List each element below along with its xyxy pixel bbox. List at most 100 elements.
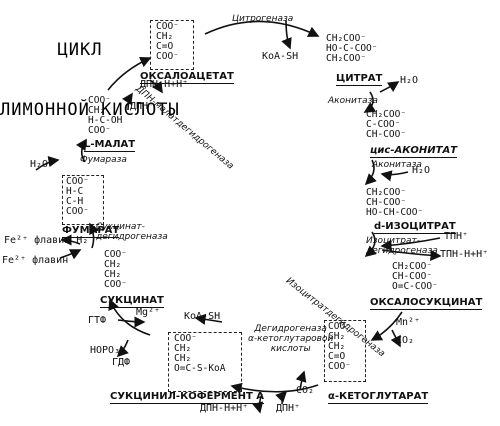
malate-formula: COO⁻ CH₂ H-C-OH COO⁻ [88,96,122,136]
arrow-gdf [116,339,129,358]
oxaloacetate-name: ОКСАЛОАЦЕТАТ [140,71,234,84]
enzyme-aconitase-2: Аконитаза [372,160,422,170]
formula-line: CH₂COO⁻ [326,53,367,64]
oxalosuccinate-formula: CH₂COO⁻ CH-COO⁻ O=C-COO⁻ [392,262,438,292]
flavin: Fe²⁺ флавин [2,255,69,266]
hpo3: НОРО₃ [90,345,121,356]
fumarate-name: ФУМАРАТ [62,225,120,238]
formula-line: HO-CH-COO⁻ [366,207,424,218]
formula-line: CH₂COO⁻ [366,109,407,120]
arrow-koa-release [281,19,292,50]
formula-line: H-C [66,186,84,197]
formula-line: C-H [66,196,84,207]
succinylcoa-formula: COO⁻ CH₂ CH₂ O=C-S-KoA [174,334,225,374]
arrow-aconitate-isocitrate [364,159,377,186]
co2-bottom: CO₂ [296,385,315,396]
formula-line: H-C-OH [88,115,123,126]
formula-line: COO⁻ [328,321,351,332]
mg-ion: Mg²⁺ [136,307,161,318]
arrow-tpn [380,237,441,251]
dpn-top: ДПН⁺ [130,101,155,112]
formula-line: CH₂ [328,331,346,342]
formula-line: COO⁻ [88,125,111,136]
formula-line: CH₂COO⁻ [326,33,367,44]
formula-line: COO⁻ [66,176,89,187]
tpn-plus: ТПН⁺ [444,231,469,242]
formula-line: HO-C-COO⁻ [326,43,378,54]
formula-line: COO⁻ [174,333,197,344]
formula-line: CH₂ [104,269,122,280]
isocitrate-name: d-ИЗОЦИТРАТ [374,221,456,234]
formula-line: CH₂ [104,259,122,270]
ketoglutarate-name: α-КЕТОГЛУТАРАТ [328,391,429,404]
formula-line: COO⁻ [88,95,111,106]
arrow-koash-in [194,313,223,325]
arrow-dpn-top [122,92,133,111]
arrow-isocitrate-oxalosuccinate [364,231,377,258]
fumarate-box [62,175,104,225]
formula-line: CH₂ [328,341,346,352]
koa-sh-bottom: KoA-SH [184,311,221,322]
enzyme-isocitrate-dh: Изоцитрат- дегидрогеназа [366,236,438,256]
gdf: ГДФ [112,357,131,368]
dpn-h-top: ДПН-Н+Н⁺ [140,79,189,90]
arrow-flavinh2 [60,234,81,246]
dpn-bottom: ДПН⁺ [276,403,301,414]
cis-aconitate-name: цис-АКОНИТАТ [370,145,458,158]
formula-line: CH-COO⁻ [392,271,433,282]
oxaloacetate-box [150,20,194,70]
enzyme-aconitase-1: Аконитаза [328,96,378,106]
formula-line: CH₂ [88,105,106,116]
formula-line: CH₂ [156,31,174,42]
fumarate-formula: COO⁻ H-C C-H COO⁻ [66,177,89,217]
isocitrate-formula: CH₂COO⁻ CH-COO⁻ HO-CH-COO⁻ [366,188,423,218]
formula-line: CH₂ [174,343,192,354]
enzyme-fumarase: Фумараза [80,155,127,165]
oxaloacetate-formula: COO⁻ CH₂ C=O COO⁻ [156,22,179,62]
formula-line: CH-COO⁻ [366,129,407,140]
co2-right: CO₂ [396,335,415,346]
arrow-tpnh [381,249,442,261]
arrow-h2o-in2 [380,170,409,182]
formula-line: C=O [328,351,346,362]
cycle-title: ЦИКЛ ЛИМОННОЙ КИСЛОТЫ [0,0,180,160]
enzyme-succinate-dh: Сукцинат- дегидрогеназа [96,222,168,242]
formula-line: O=C-S-KoA [174,363,226,374]
arrow-oxaloacetate-citrate [204,20,320,37]
arrow-co2-right [390,329,401,348]
succinylcoa-box [168,332,242,392]
formula-line: COO⁻ [66,206,89,217]
enzyme-citrate-synthase: Цитрогеназа [232,14,294,24]
formula-line: C=O [156,41,174,52]
arrow-h2o-fumarate [35,156,60,171]
arrow-succinate-fumarate [89,222,100,249]
arrow-co2-bottom [295,370,307,391]
formula-line: C-COO⁻ [366,119,401,130]
formula-line: COO⁻ [156,21,179,32]
formula-line: CH-COO⁻ [366,197,407,208]
gtf: ГТФ [88,315,107,326]
citrate-name: ЦИТРАТ [336,73,383,86]
enzyme-ketoglutarate-dh: Дегидрогеназа α-кетоглутаровой кислоты [248,324,334,354]
h2o-citrate: H₂O [400,75,419,86]
succinylcoa-name: СУКЦИНИЛ-КОФЕРМЕНТ А [110,391,265,404]
succinate-formula: COO⁻ CH₂ CH₂ COO⁻ [104,250,127,290]
formula-line: COO⁻ [156,51,179,62]
succinate-name: СУКЦИНАТ [100,295,164,308]
citrate-formula: CH₂COO⁻ HO-C-COO⁻ CH₂COO⁻ [326,34,377,64]
formula-line: CH₂COO⁻ [366,187,407,198]
arrow-dpn-in [275,390,288,405]
formula-line: COO⁻ [104,249,127,260]
ketoglutarate-box [324,320,366,382]
cis-aconitate-formula: CH₂COO⁻ C-COO⁻ CH-COO⁻ [366,110,406,140]
title-line2: ЛИМОННОЙ КИСЛОТЫ [0,100,180,120]
dpn-h-bottom: ДПН-Н+Н⁺ [200,403,249,414]
ketoglutarate-formula: COO⁻ CH₂ CH₂ C=O COO⁻ [328,322,351,372]
formula-line: COO⁻ [328,361,351,372]
h2o-fumarate: H₂O [30,159,49,170]
arrow-malate-oxaloacetate [107,56,152,91]
malate-name: L-МАЛАТ [84,139,136,152]
formula-line: COO⁻ [104,279,127,290]
